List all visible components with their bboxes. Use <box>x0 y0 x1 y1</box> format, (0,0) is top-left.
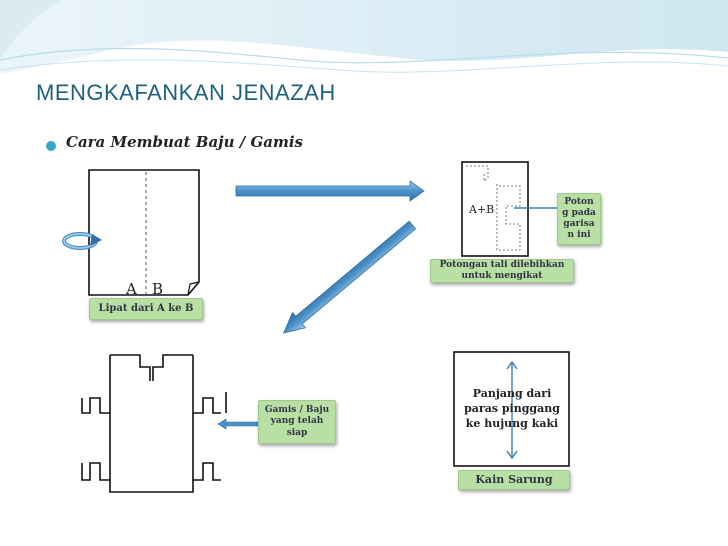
step4-sarong-box <box>453 351 570 467</box>
bullet-icon <box>46 141 56 151</box>
slide-title: MENGKAFANKAN JENAZAH <box>36 80 336 105</box>
letter-a-label: A <box>126 280 137 298</box>
letter-b-label: B <box>152 280 164 298</box>
sarong-length-text: Panjang dari paras pinggang ke hujung ka… <box>464 387 560 430</box>
step2-cut-sheet <box>461 161 557 257</box>
fold-curved-arrow <box>62 232 102 250</box>
caption-fold-a-to-b: Lipat dari A ke B <box>89 298 203 320</box>
arrow-step1-to-step2 <box>235 180 425 202</box>
caption-cut-on-line: Poton g pada garisa n ini <box>557 193 601 245</box>
arrow-caption-to-gamis <box>217 418 259 430</box>
caption-tie-extended: Potongan tali dilebihkan untuk mengikat <box>430 259 574 283</box>
step1-folded-sheet <box>88 169 200 298</box>
slide-subtitle: Cara Membuat Baju / Gamis <box>66 133 303 151</box>
caption-kain-sarung: Kain Sarung <box>458 470 570 490</box>
arrow-step2-to-step3 <box>282 220 417 334</box>
label-a-plus-b: A+B <box>469 203 495 216</box>
caption-gamis-ready: Gamis / Baju yang telah siap <box>258 400 336 444</box>
step3-gamis-pattern <box>81 354 227 493</box>
